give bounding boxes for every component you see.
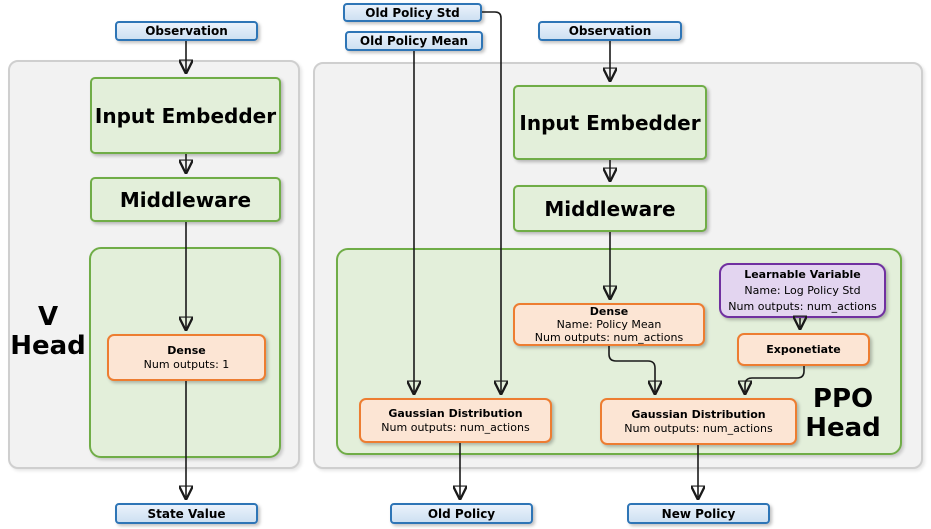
v-head-label: V Head: [6, 303, 90, 361]
gaussian-new-title: Gaussian Distribution: [631, 407, 766, 421]
v-observation-box: Observation: [115, 21, 258, 41]
ppo-middleware-box: Middleware: [513, 185, 707, 232]
old-policy-mean-label: Old Policy Mean: [359, 34, 469, 48]
exponetiate-label: Exponetiate: [766, 342, 841, 356]
ppo-dense-name: Name: Policy Mean: [556, 318, 662, 331]
old-policy-std-box: Old Policy Std: [343, 3, 482, 22]
ppo-observation-label: Observation: [568, 24, 652, 38]
old-policy-mean-box: Old Policy Mean: [345, 31, 483, 51]
learnable-variable-box: Learnable Variable Name: Log Policy Std …: [719, 263, 886, 318]
new-policy-output-box: New Policy: [627, 503, 770, 524]
v-middleware-box: Middleware: [90, 177, 281, 222]
ppo-dense-title: Dense: [589, 305, 629, 318]
learnable-variable-outputs: Num outputs: num_actions: [728, 299, 877, 313]
ppo-middleware-label: Middleware: [544, 196, 676, 221]
state-value-box: State Value: [115, 503, 258, 524]
gaussian-new-outputs: Num outputs: num_actions: [624, 421, 773, 435]
v-dense-box: Dense Num outputs: 1: [107, 334, 266, 381]
ppo-head-label: PPO Head: [793, 385, 893, 443]
ppo-dense-outputs: Num outputs: num_actions: [534, 331, 684, 344]
state-value-label: State Value: [147, 506, 226, 521]
gaussian-old-title: Gaussian Distribution: [388, 406, 523, 420]
old-policy-output-label: Old Policy: [427, 506, 496, 521]
ppo-dense-box: Dense Name: Policy Mean Num outputs: num…: [513, 303, 705, 346]
v-head-label-line2: Head: [10, 331, 86, 361]
gaussian-distribution-new-box: Gaussian Distribution Num outputs: num_a…: [600, 398, 797, 445]
learnable-variable-title: Learnable Variable: [744, 267, 861, 281]
new-policy-output-label: New Policy: [661, 506, 736, 521]
v-head-label-line1: V: [37, 302, 59, 332]
v-input-embedder-label: Input Embedder: [94, 103, 277, 128]
v-observation-label: Observation: [145, 24, 228, 38]
v-dense-outputs: Num outputs: 1: [143, 357, 230, 371]
gaussian-old-outputs: Num outputs: num_actions: [381, 420, 530, 434]
v-middleware-label: Middleware: [119, 187, 252, 212]
ppo-input-embedder-label: Input Embedder: [519, 110, 701, 135]
old-policy-std-label: Old Policy Std: [365, 5, 460, 20]
v-input-embedder-box: Input Embedder: [90, 77, 281, 154]
ppo-observation-box: Observation: [538, 21, 682, 41]
learnable-variable-name: Name: Log Policy Std: [744, 283, 861, 297]
v-dense-title: Dense: [167, 343, 206, 357]
ppo-head-label-line1: PPO: [812, 384, 874, 414]
old-policy-output-box: Old Policy: [390, 503, 533, 524]
exponetiate-box: Exponetiate: [737, 333, 870, 366]
ppo-head-label-line2: Head: [805, 413, 881, 443]
ppo-input-embedder-box: Input Embedder: [513, 85, 707, 160]
gaussian-distribution-old-box: Gaussian Distribution Num outputs: num_a…: [359, 398, 552, 443]
